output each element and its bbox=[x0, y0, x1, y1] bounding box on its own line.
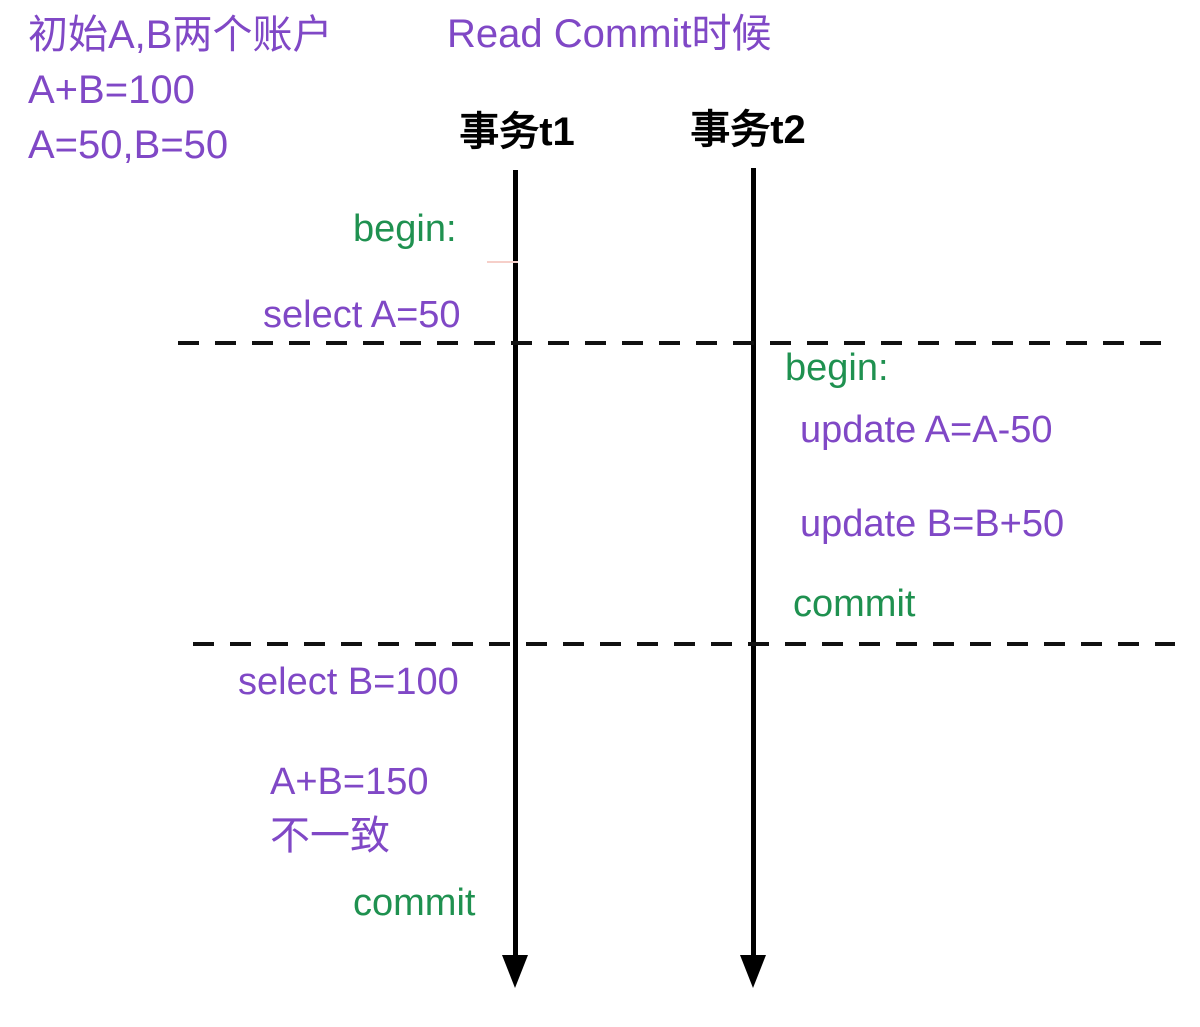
lifeline-t1 bbox=[513, 170, 518, 955]
note-initial-accounts: 初始A,B两个账户 A+B=100 A=50,B=50 bbox=[28, 8, 332, 173]
t1-begin-label: begin: bbox=[353, 208, 457, 250]
note-line-2: A+B=100 bbox=[28, 68, 195, 112]
divider-dashed-bottom bbox=[193, 642, 1175, 646]
lane-label-t1: 事务t1 bbox=[459, 110, 575, 154]
pink-artifact-line bbox=[487, 261, 518, 263]
divider-dashed-top bbox=[178, 341, 1162, 345]
t2-begin-label: begin: bbox=[785, 347, 889, 389]
lifeline-t2 bbox=[751, 168, 756, 955]
t1-select-b-label: select B=100 bbox=[238, 661, 459, 703]
t1-sum-label: A+B=150 bbox=[270, 761, 429, 803]
t1-inconsistent-label: 不一致 bbox=[270, 814, 390, 858]
t2-commit-label: commit bbox=[793, 583, 916, 625]
t2-update-a-label: update A=A-50 bbox=[800, 409, 1053, 451]
t1-select-a-label: select A=50 bbox=[263, 294, 461, 336]
note-line-3: A=50,B=50 bbox=[28, 123, 229, 167]
note-line-1: 初始A,B两个账户 bbox=[28, 13, 333, 57]
t1-commit-label: commit bbox=[353, 882, 476, 924]
arrow-down-icon bbox=[740, 955, 766, 988]
arrow-down-icon bbox=[502, 955, 528, 988]
lane-label-t2: 事务t2 bbox=[690, 108, 806, 152]
diagram-title: Read Commit时候 bbox=[447, 12, 772, 56]
t2-update-b-label: update B=B+50 bbox=[800, 503, 1065, 545]
